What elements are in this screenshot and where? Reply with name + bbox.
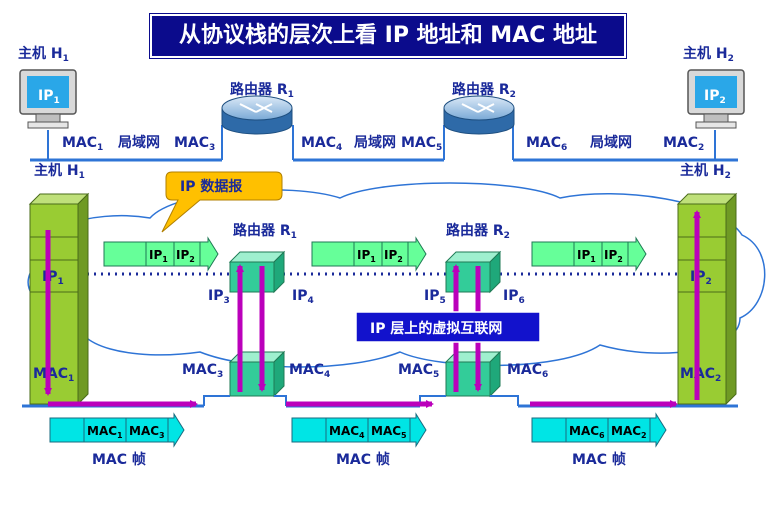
mac-frame-2 (291, 412, 427, 448)
host2-stack (676, 192, 738, 406)
mac3-top: MAC3 (174, 135, 215, 153)
packet1-src: IP1 (149, 248, 168, 264)
packet2-dst: IP2 (384, 248, 403, 264)
host1-ip-screen-label: IP1 (38, 88, 60, 106)
lan3-label: 局域网 (590, 134, 632, 151)
mac4-top: MAC4 (301, 135, 342, 153)
host2-computer-icon (687, 69, 745, 129)
flow-arrows (44, 210, 701, 408)
ip-packet-3 (531, 236, 647, 272)
mac1-top: MAC1 (62, 135, 103, 153)
host2-stack-label: 主机 H2 (680, 162, 731, 181)
host1-mac-label: MAC1 (33, 366, 74, 384)
mac2-top: MAC2 (663, 135, 704, 153)
packet3-dst: IP2 (604, 248, 623, 264)
mac-frame-3 (531, 412, 667, 448)
mac5-stack-label: MAC5 (398, 362, 439, 380)
top-topology: IP1 主机 H1 IP2 主机 H2 路由器 R1 (18, 45, 745, 162)
packet2-src: IP1 (357, 248, 376, 264)
ip-datagram-callout (161, 171, 283, 233)
mac5-top: MAC5 (401, 135, 442, 153)
frame2-src: MAC4 (329, 424, 365, 440)
callout-label: IP 数据报 (180, 178, 242, 195)
router2-stack (444, 250, 502, 398)
mac6-stack-label: MAC6 (507, 362, 548, 380)
frame2-dst: MAC5 (371, 424, 407, 440)
host1-label: 主机 H1 (18, 45, 69, 64)
router2-icon (443, 95, 515, 135)
router1-stack (228, 250, 286, 398)
ip5-label: IP5 (424, 288, 446, 306)
frame1-dst: MAC3 (129, 424, 165, 440)
router1-stack-label: 路由器 R1 (233, 222, 297, 241)
frame3-label: MAC 帧 (572, 451, 626, 468)
lan1-label: 局域网 (118, 134, 160, 151)
router2-label: 路由器 R2 (452, 81, 516, 100)
router2-stack-label: 路由器 R2 (446, 222, 510, 241)
packet1-dst: IP2 (176, 248, 195, 264)
router1-icon (221, 95, 293, 135)
frame3-src: MAC6 (569, 424, 605, 440)
lan2-label: 局域网 (354, 134, 396, 151)
page-title: 从协议栈的层次上看 IP 地址和 MAC 地址 (150, 14, 626, 58)
frame1-src: MAC1 (87, 424, 123, 440)
host1-stack (28, 192, 90, 406)
packet3-src: IP1 (577, 248, 596, 264)
ip4-label: IP4 (292, 288, 314, 306)
host1-computer-icon (19, 69, 77, 129)
ip3-label: IP3 (208, 288, 230, 306)
host1-stack-label: 主机 H1 (34, 162, 85, 181)
router1-label: 路由器 R1 (230, 81, 294, 100)
mac-frame-1 (49, 412, 185, 448)
ip-packet-1 (103, 236, 219, 272)
mac3-stack-label: MAC3 (182, 362, 223, 380)
virtual-net-badge (355, 311, 541, 343)
ip-packet-2 (311, 236, 427, 272)
mac6-top: MAC6 (526, 135, 567, 153)
ip6-label: IP6 (503, 288, 525, 306)
virtual-net-label: IP 层上的虚拟互联网 (370, 320, 502, 337)
frame2-label: MAC 帧 (336, 451, 390, 468)
host2-label: 主机 H2 (683, 45, 734, 64)
mac4-stack-label: MAC4 (289, 362, 330, 380)
frame1-label: MAC 帧 (92, 451, 146, 468)
frame3-dst: MAC2 (611, 424, 647, 440)
host2-ip-screen-label: IP2 (704, 88, 726, 106)
